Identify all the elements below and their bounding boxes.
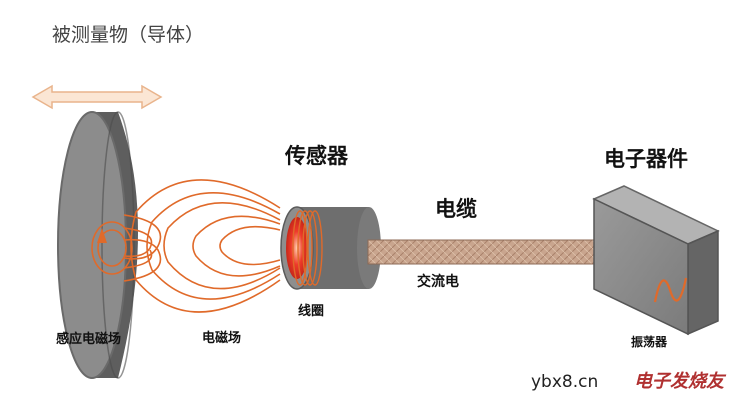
cable [367,239,612,265]
sine-wave-icon [653,277,688,303]
watermark-logo: 电子发烧友 [634,371,724,392]
induced-field-label: 感应电磁场 [56,332,122,347]
oscillator-label: 振荡器 [631,335,668,349]
em-field-label: 电磁场 [202,331,242,346]
electronics-label: 电子器件 [604,147,688,171]
induced-field-lines [91,214,162,282]
alternating-current-label: 交流电 [417,274,459,290]
measured-object-label: 被测量物（导体） [52,24,205,46]
em-field-lines [130,179,281,313]
cable-label: 电缆 [435,197,477,221]
watermark-site: ybx8.cn [531,372,599,392]
coil-label: 线圈 [298,304,325,319]
coil-windings [292,210,323,286]
double-arrow-icon [31,84,163,110]
electronics-box [592,185,720,336]
sensor-label: 传感器 [285,144,348,168]
